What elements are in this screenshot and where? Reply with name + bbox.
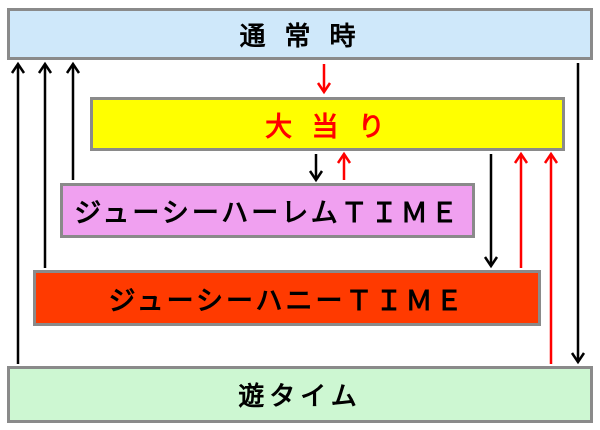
arrow-honey-to-jackpot — [513, 151, 529, 268]
arrow-normal-to-jackpot — [316, 64, 332, 95]
arrow-harem-to-normal — [65, 61, 81, 180]
node-yuu-time: 遊タイム — [7, 366, 593, 423]
node-harem-time: ジューシーハーレムＴＩＭＥ — [60, 183, 475, 238]
arrow-honey-to-normal — [37, 61, 53, 268]
arrow-normal-to-yuu — [570, 63, 586, 365]
arrow-yuu-to-jackpot — [543, 151, 559, 364]
arrow-yuu-to-normal — [10, 61, 26, 364]
arrow-harem-to-jackpot — [336, 151, 352, 180]
arrow-jackpot-to-harem — [308, 154, 324, 183]
arrow-jackpot-to-honey — [483, 154, 499, 269]
node-normal-state: 通 常 時 — [7, 8, 593, 60]
node-jackpot: 大 当 り — [90, 97, 565, 151]
node-honey-time: ジューシーハニーＴＩＭＥ — [33, 270, 541, 326]
